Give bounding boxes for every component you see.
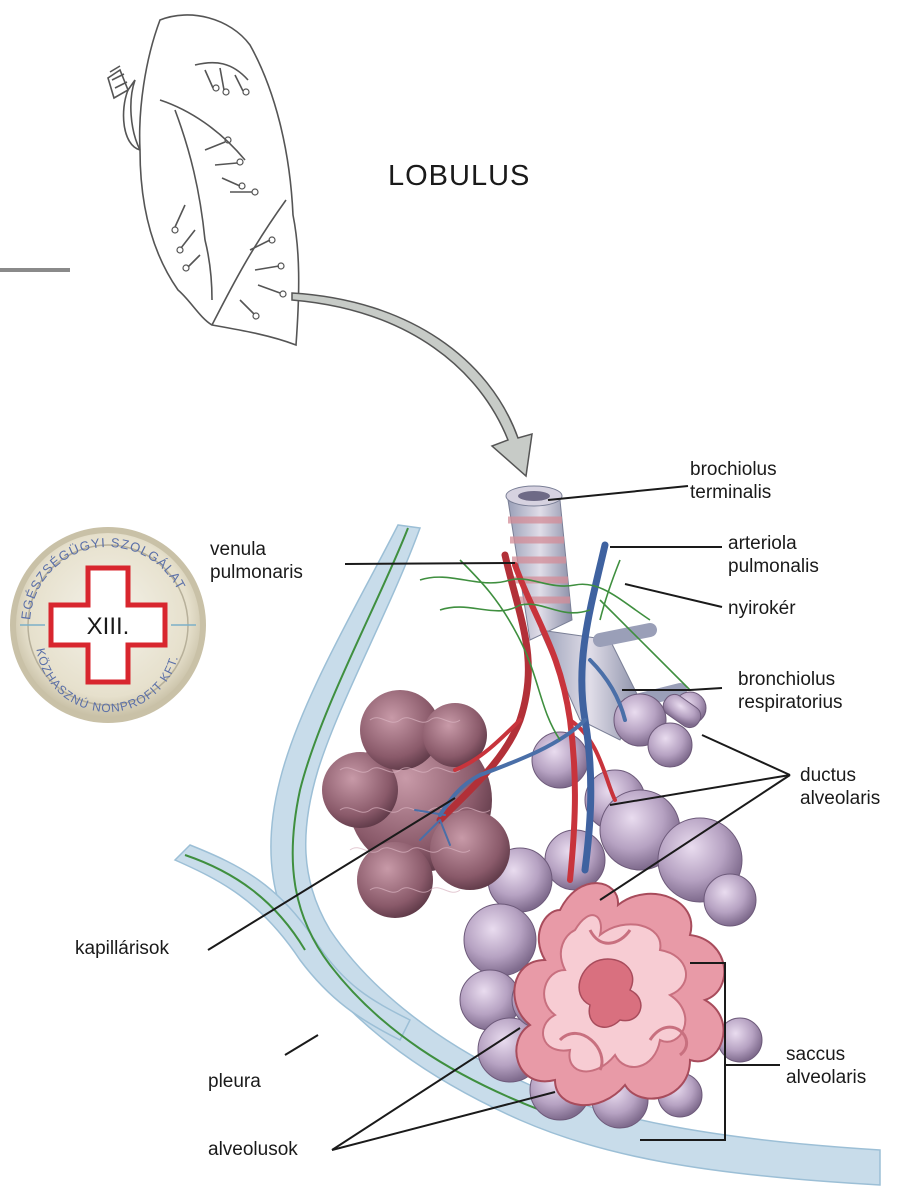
seal-center-text: XIII. [87, 613, 130, 640]
label-venula-pulmonaris: venula pulmonaris [210, 538, 303, 584]
label-nyiroker: nyirokér [728, 597, 796, 620]
label-line: venula [210, 538, 303, 561]
label-line: pulmonaris [210, 561, 303, 584]
label-bronchiolus-respiratorius: bronchiolus respiratorius [738, 668, 843, 714]
label-line: pulmonalis [728, 555, 819, 578]
label-pleura: pleura [208, 1070, 261, 1093]
label-line: respiratorius [738, 691, 843, 714]
label-kapillarisok: kapillárisok [75, 937, 169, 960]
label-ductus-alveolaris: ductus alveolaris [800, 764, 880, 810]
label-line: terminalis [690, 481, 777, 504]
svg-text:EGÉSZSÉGÜGYI SZOLGÁLAT: EGÉSZSÉGÜGYI SZOLGÁLAT [18, 535, 189, 621]
label-arteriola-pulmonalis: arteriola pulmonalis [728, 532, 819, 578]
label-line: ductus [800, 764, 880, 787]
label-line: bronchiolus [738, 668, 843, 691]
label-saccus-alveolaris: saccus alveolaris [786, 1043, 866, 1089]
label-line: brochiolus [690, 458, 777, 481]
label-line: arteriola [728, 532, 819, 555]
label-line: kapillárisok [75, 937, 169, 960]
label-line: pleura [208, 1070, 261, 1093]
label-alveolusok: alveolusok [208, 1138, 298, 1161]
label-line: alveolaris [800, 787, 880, 810]
seal-ring-bottom-text: KÖZHASZNÚ NONPROFIT KFT. [33, 647, 181, 715]
seal-ring-top-text: EGÉSZSÉGÜGYI SZOLGÁLAT [18, 535, 189, 621]
label-line: alveolusok [208, 1138, 298, 1161]
diagram-title: LOBULUS [388, 160, 530, 193]
label-line: nyirokér [728, 597, 796, 620]
label-line: alveolaris [786, 1066, 866, 1089]
svg-text:KÖZHASZNÚ NONPROFIT KFT.: KÖZHASZNÚ NONPROFIT KFT. [33, 647, 181, 715]
label-line: saccus [786, 1043, 866, 1066]
label-brochiolus-terminalis: brochiolus terminalis [690, 458, 777, 504]
